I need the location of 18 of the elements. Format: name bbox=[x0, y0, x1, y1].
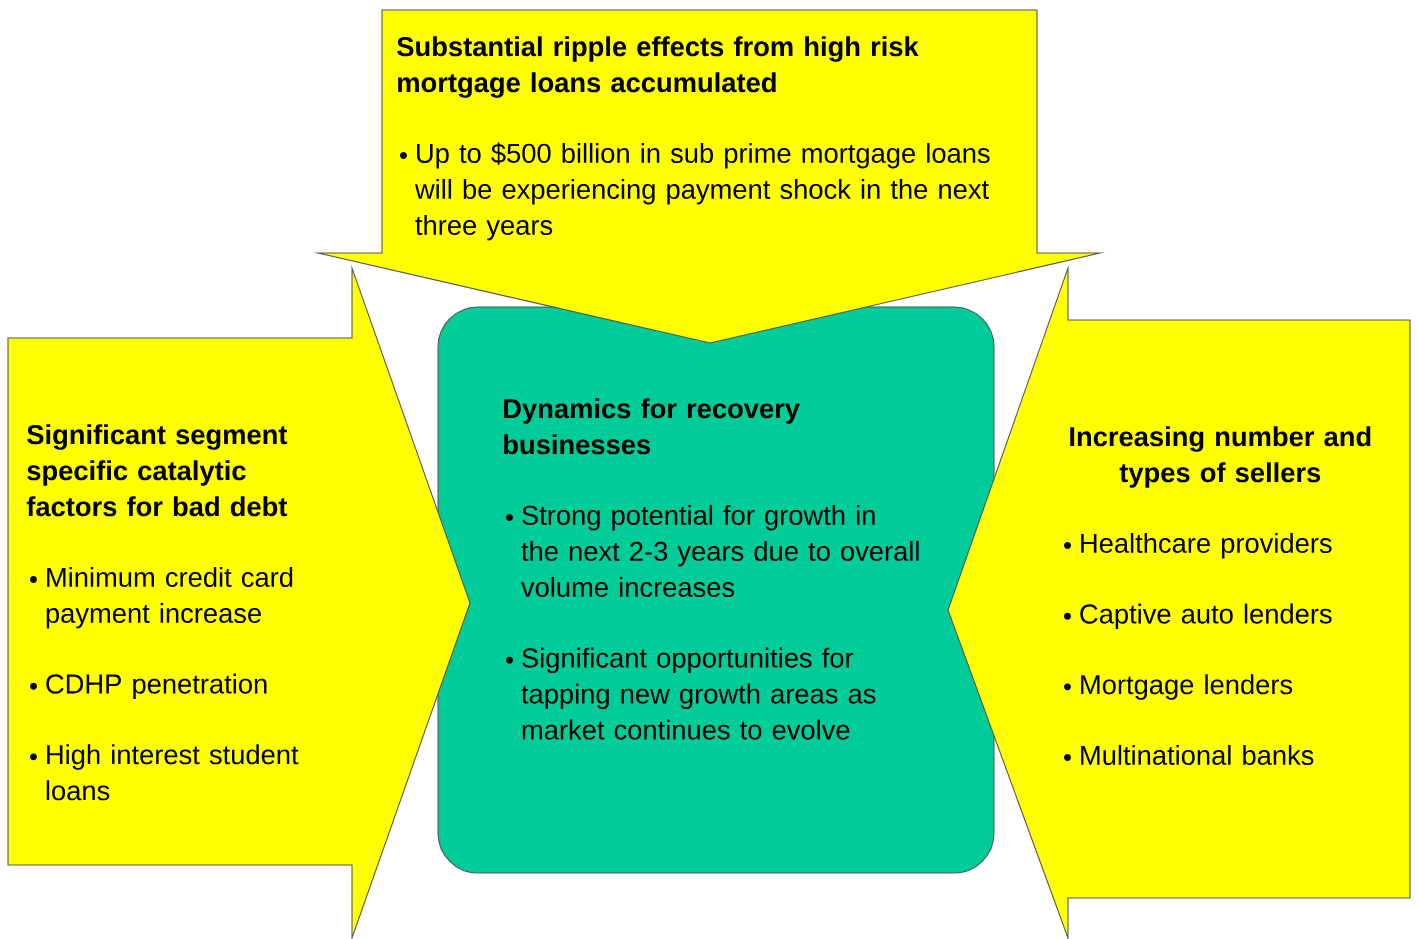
bullet-item: Mortgage lenders bbox=[1081, 674, 1293, 700]
callout-arrow bbox=[7, 264, 471, 939]
bullet-item: Strong potential for growth in the next 2-3 years due to overall volume increases bbox=[521, 504, 919, 597]
heading: Significant segment specific catalytic factors for bad debt bbox=[26, 424, 288, 517]
heading: Substantial ripple effects from high risk mortgage loans accumulated bbox=[397, 36, 919, 98]
bullet-item: Minimum credit card payment increase bbox=[46, 566, 293, 629]
bullet-item: Up to $500 billion in sub prime mortgage loans will be experiencing payment shock in the next three years bbox=[414, 142, 990, 241]
bullet-item: Captive auto lenders bbox=[1080, 603, 1332, 630]
heading: Dynamics for recovery businesses bbox=[504, 398, 800, 455]
rounded-box bbox=[437, 306, 995, 874]
bullet-item: CDHP penetration bbox=[46, 673, 267, 700]
callout-arrow bbox=[947, 264, 1411, 939]
bullet-item: Healthcare providers bbox=[1081, 532, 1332, 559]
bullet-item: High interest student loans bbox=[46, 744, 299, 801]
bullet-item: Multinational banks bbox=[1081, 744, 1314, 765]
heading: Increasing number and types of sellers bbox=[1070, 426, 1371, 488]
bullet-item: Significant opportunities for tapping new growth areas as market continues to evolve bbox=[521, 647, 876, 740]
callout-arrow bbox=[313, 9, 1105, 344]
